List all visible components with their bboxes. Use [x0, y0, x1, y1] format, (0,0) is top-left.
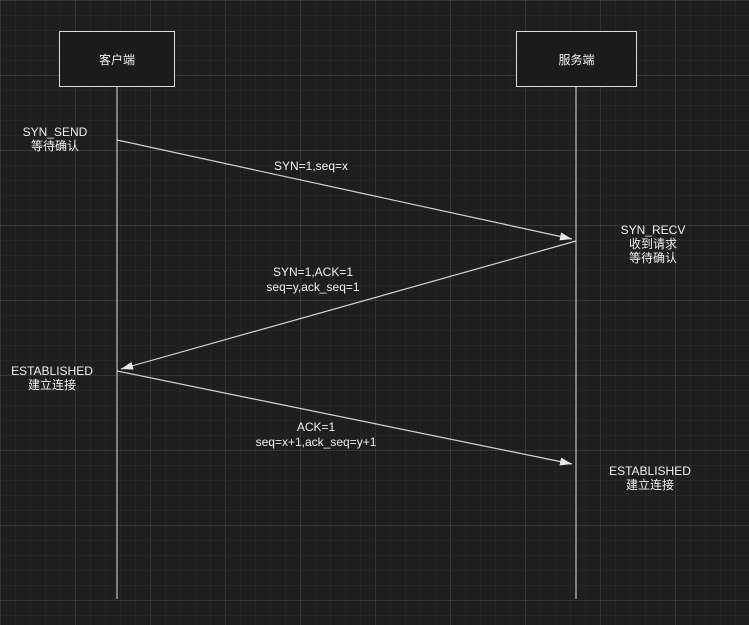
state-server-syn-recv-line3: 等待确认	[628, 251, 677, 265]
edge-label-synack-line2: seq=y,ack_seq=1	[266, 280, 360, 294]
edge-syn-arrow[interactable]	[116, 139, 573, 241]
edge-synack-arrow[interactable]	[120, 240, 577, 370]
state-client-established[interactable]: ESTABLISHED 建立连接	[3, 364, 101, 392]
state-client-established-line1: ESTABLISHED	[11, 364, 93, 378]
state-server-established-line1: ESTABLISHED	[609, 464, 691, 478]
edge-label-ack[interactable]: ACK=1 seq=x+1,ack_seq=y+1	[256, 420, 377, 450]
edge-label-syn[interactable]: SYN=1,seq=x	[274, 159, 348, 174]
edge-label-ack-line2: seq=x+1,ack_seq=y+1	[255, 435, 377, 449]
edge-label-ack-line1: ACK=1	[296, 420, 336, 434]
state-server-syn-recv-line1: SYN_RECV	[620, 223, 686, 237]
state-client-established-line2: 建立连接	[27, 378, 76, 392]
actor-node-client[interactable]: 客户端	[59, 31, 175, 87]
state-server-established[interactable]: ESTABLISHED 建立连接	[601, 464, 699, 492]
state-client-syn-send[interactable]: SYN_SEND 等待确认	[6, 125, 104, 153]
actor-node-server[interactable]: 服务端	[516, 31, 637, 87]
edge-label-synack[interactable]: SYN=1,ACK=1 seq=y,ack_seq=1	[266, 265, 359, 295]
state-client-syn-send-line2: 等待确认	[30, 139, 79, 153]
state-server-syn-recv-line2: 收到请求	[628, 237, 677, 251]
edge-label-syn-line1: SYN=1,seq=x	[273, 159, 349, 173]
actor-label-client: 客户端	[98, 52, 135, 67]
edge-label-synack-line1: SYN=1,ACK=1	[272, 265, 354, 279]
edge-ack-arrow[interactable]	[116, 370, 573, 466]
state-server-syn-recv[interactable]: SYN_RECV 收到请求 等待确认	[608, 223, 698, 265]
actor-label-server: 服务端	[558, 52, 595, 67]
state-client-syn-send-line1: SYN_SEND	[22, 125, 88, 139]
state-server-established-line2: 建立连接	[625, 478, 674, 492]
